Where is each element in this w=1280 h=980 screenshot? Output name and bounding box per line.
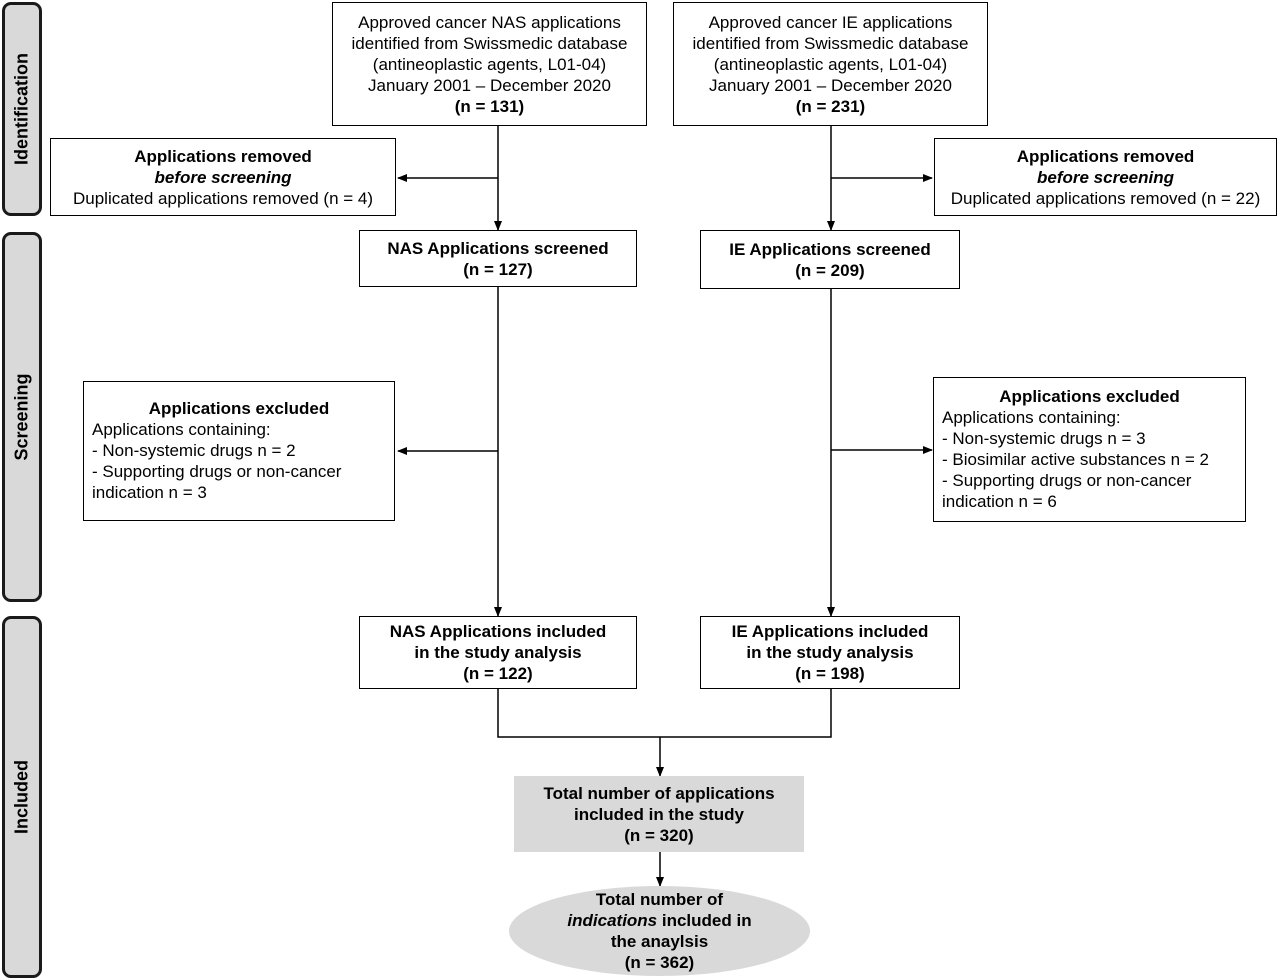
ie-excluded-box: Applications excluded Applications conta…	[933, 377, 1246, 522]
stage-screening: Screening	[2, 232, 42, 602]
nas-identified-line1: Approved cancer NAS applications	[358, 12, 621, 32]
total-applications-box: Total number of applications included in…	[514, 776, 804, 852]
ie-excluded-intro: Applications containing:	[942, 408, 1121, 427]
nas-excluded-item1: - Non-systemic drugs n = 2	[92, 441, 296, 460]
nas-screened-box: NAS Applications screened (n = 127)	[359, 230, 637, 287]
ie-included-count: (n = 198)	[795, 664, 865, 683]
indications-line3: the anaylsis	[610, 932, 709, 951]
indications-count: (n = 362)	[624, 953, 695, 972]
indications-line1: Total number of	[595, 890, 724, 909]
nas-identified-line4: January 2001 – December 2020	[368, 75, 611, 95]
ie-included-line1: IE Applications included	[731, 622, 929, 641]
nas-removed-box: Applications removed before screening Du…	[50, 138, 396, 216]
nas-identified-box: Approved cancer NAS applications identif…	[332, 2, 647, 126]
ie-excluded-title: Applications excluded	[999, 387, 1180, 406]
ie-identified-line3: (antineoplastic agents, L01-04)	[713, 54, 948, 74]
nas-identified-line3: (antineoplastic agents, L01-04)	[372, 54, 607, 74]
stage-included-label: Included	[11, 759, 32, 835]
ie-identified-count: (n = 231)	[795, 96, 866, 116]
ie-identified-line1: Approved cancer IE applications	[708, 12, 953, 32]
nas-identified-line2: identified from Swissmedic database	[351, 33, 628, 53]
indications-line2-italic: indications	[567, 911, 658, 930]
merge-connector	[497, 689, 832, 738]
nas-excluded-box: Applications excluded Applications conta…	[83, 381, 395, 521]
stage-identification: Identification	[2, 2, 42, 216]
nas-excluded-title: Applications excluded	[148, 399, 330, 418]
ie-identified-line2: identified from Swissmedic database	[692, 33, 969, 53]
ie-removed-subtitle: before screening	[1037, 167, 1174, 187]
ie-excluded-item1: - Non-systemic drugs n = 3	[942, 429, 1146, 448]
nas-included-line1: NAS Applications included	[389, 622, 607, 641]
total-indications-oval: Total number of indications included in …	[509, 886, 810, 976]
total-line2: included in the study	[573, 804, 744, 824]
ie-excluded-item2: - Biosimilar active substances n = 2	[942, 450, 1209, 469]
ie-excluded-item3: - Supporting drugs or non-cancer	[942, 471, 1192, 490]
ie-removed-title: Applications removed	[1016, 146, 1195, 166]
nas-included-line2: in the study analysis	[414, 643, 582, 662]
total-line1: Total number of applications	[543, 783, 775, 803]
nas-screened-title: NAS Applications screened	[387, 238, 609, 258]
nas-excluded-item2: - Supporting drugs or non-cancer	[92, 462, 342, 481]
nas-screened-count: (n = 127)	[463, 259, 533, 279]
ie-identified-box: Approved cancer IE applications identifi…	[673, 2, 988, 126]
nas-excluded-item2b: indication n = 3	[92, 483, 207, 502]
ie-screened-title: IE Applications screened	[729, 239, 931, 259]
ie-identified-line4: January 2001 – December 2020	[709, 75, 952, 95]
nas-identified-count: (n = 131)	[454, 96, 525, 116]
stage-included: Included	[2, 616, 42, 978]
total-count: (n = 320)	[624, 825, 694, 845]
ie-included-line2: in the study analysis	[746, 643, 914, 662]
stage-identification-label: Identification	[11, 53, 32, 165]
ie-included-box: IE Applications included in the study an…	[700, 616, 960, 689]
nas-removed-detail: Duplicated applications removed (n = 4)	[72, 188, 374, 208]
indications-line2-rest: included in	[657, 911, 752, 930]
ie-excluded-item3b: indication n = 6	[942, 492, 1057, 511]
nas-excluded-intro: Applications containing:	[92, 420, 271, 439]
indications-line2: indications included in	[509, 910, 810, 931]
nas-removed-title: Applications removed	[134, 146, 312, 166]
ie-removed-box: Applications removed before screening Du…	[934, 138, 1277, 216]
stage-screening-label: Screening	[11, 373, 32, 461]
ie-removed-detail: Duplicated applications removed (n = 22)	[950, 188, 1261, 208]
nas-included-count: (n = 122)	[463, 664, 533, 683]
nas-included-box: NAS Applications included in the study a…	[359, 616, 637, 689]
ie-screened-box: IE Applications screened (n = 209)	[700, 230, 960, 289]
ie-screened-count: (n = 209)	[795, 260, 865, 280]
nas-removed-subtitle: before screening	[154, 167, 292, 187]
